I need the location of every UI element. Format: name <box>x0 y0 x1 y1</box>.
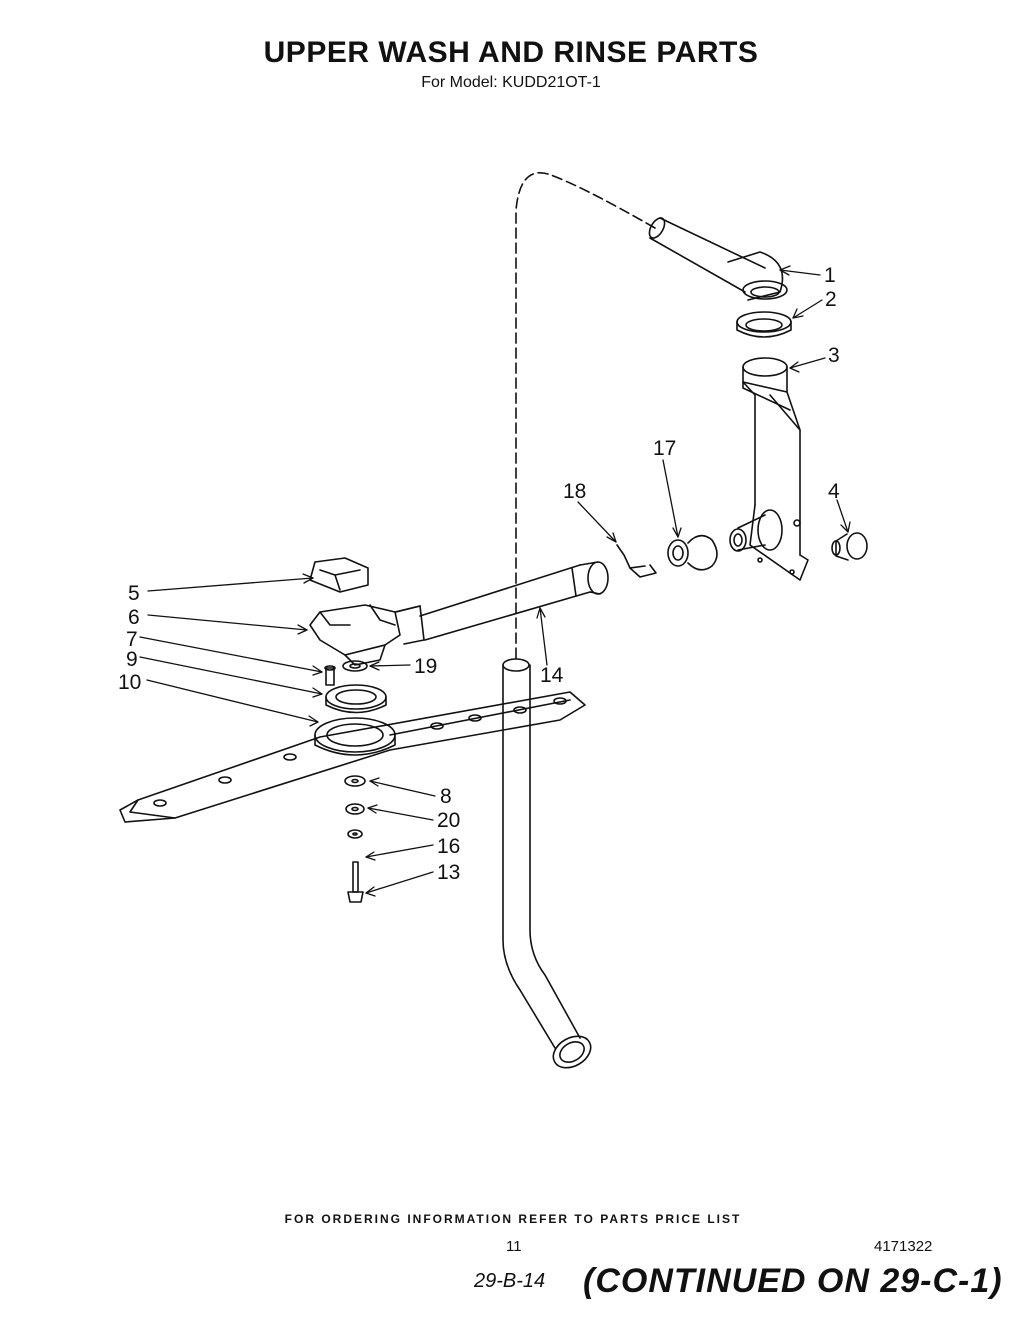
part-10-spray-arm <box>119 691 586 823</box>
callout-labels: 1 2 3 4 5 6 7 8 9 10 13 14 16 17 18 19 2… <box>118 264 840 884</box>
callout-17: 17 <box>653 437 676 460</box>
part-19-washer <box>342 660 368 672</box>
callout-9: 9 <box>126 648 138 671</box>
handwritten-reference: 29-B-14 <box>474 1270 546 1292</box>
elbow-hose <box>648 217 788 301</box>
part-18-clip <box>616 544 657 578</box>
part-4-plug <box>831 532 868 561</box>
callout-3: 3 <box>828 344 840 367</box>
supply-tube <box>515 172 656 661</box>
callout-14: 14 <box>540 664 564 687</box>
part-14-feed-tube <box>395 561 609 645</box>
page-number: 11 <box>506 1238 522 1255</box>
callout-13: 13 <box>437 861 460 884</box>
part-16-lockwasher <box>347 829 363 839</box>
part-13-screw <box>347 861 364 903</box>
document-number: 4171322 <box>874 1238 933 1255</box>
callout-5: 5 <box>128 582 140 605</box>
callout-16: 16 <box>437 835 460 858</box>
page-title: UPPER WASH AND RINSE PARTS <box>263 36 759 69</box>
callout-4: 4 <box>828 480 840 503</box>
callout-7: 7 <box>126 628 138 651</box>
part-8-washer <box>344 775 366 787</box>
callout-6: 6 <box>128 606 140 629</box>
part-7-screw <box>324 665 336 686</box>
part-6-bracket <box>309 604 421 666</box>
callout-10: 10 <box>118 671 141 694</box>
part-2-gasket <box>736 311 792 338</box>
lower-supply-tube <box>502 658 592 1069</box>
callout-18: 18 <box>563 480 586 503</box>
leader-lines <box>139 265 851 897</box>
part-9-bearing <box>325 684 387 714</box>
callout-1: 1 <box>824 264 836 287</box>
inlet-stub <box>729 509 783 552</box>
callout-19: 19 <box>414 655 437 678</box>
part-3-manifold <box>742 357 809 581</box>
continued-note: (CONTINUED ON 29-C-1) <box>583 1262 1003 1300</box>
callout-2: 2 <box>825 288 837 311</box>
ordering-info-note: FOR ORDERING INFORMATION REFER TO PARTS … <box>284 1212 742 1226</box>
model-subtitle: For Model: KUDD21OT-1 <box>421 74 601 91</box>
callout-20: 20 <box>437 809 460 832</box>
part-17-seal <box>667 534 718 571</box>
callout-8: 8 <box>440 785 452 808</box>
part-5-bracket <box>309 557 369 593</box>
part-20-washer <box>345 803 365 815</box>
